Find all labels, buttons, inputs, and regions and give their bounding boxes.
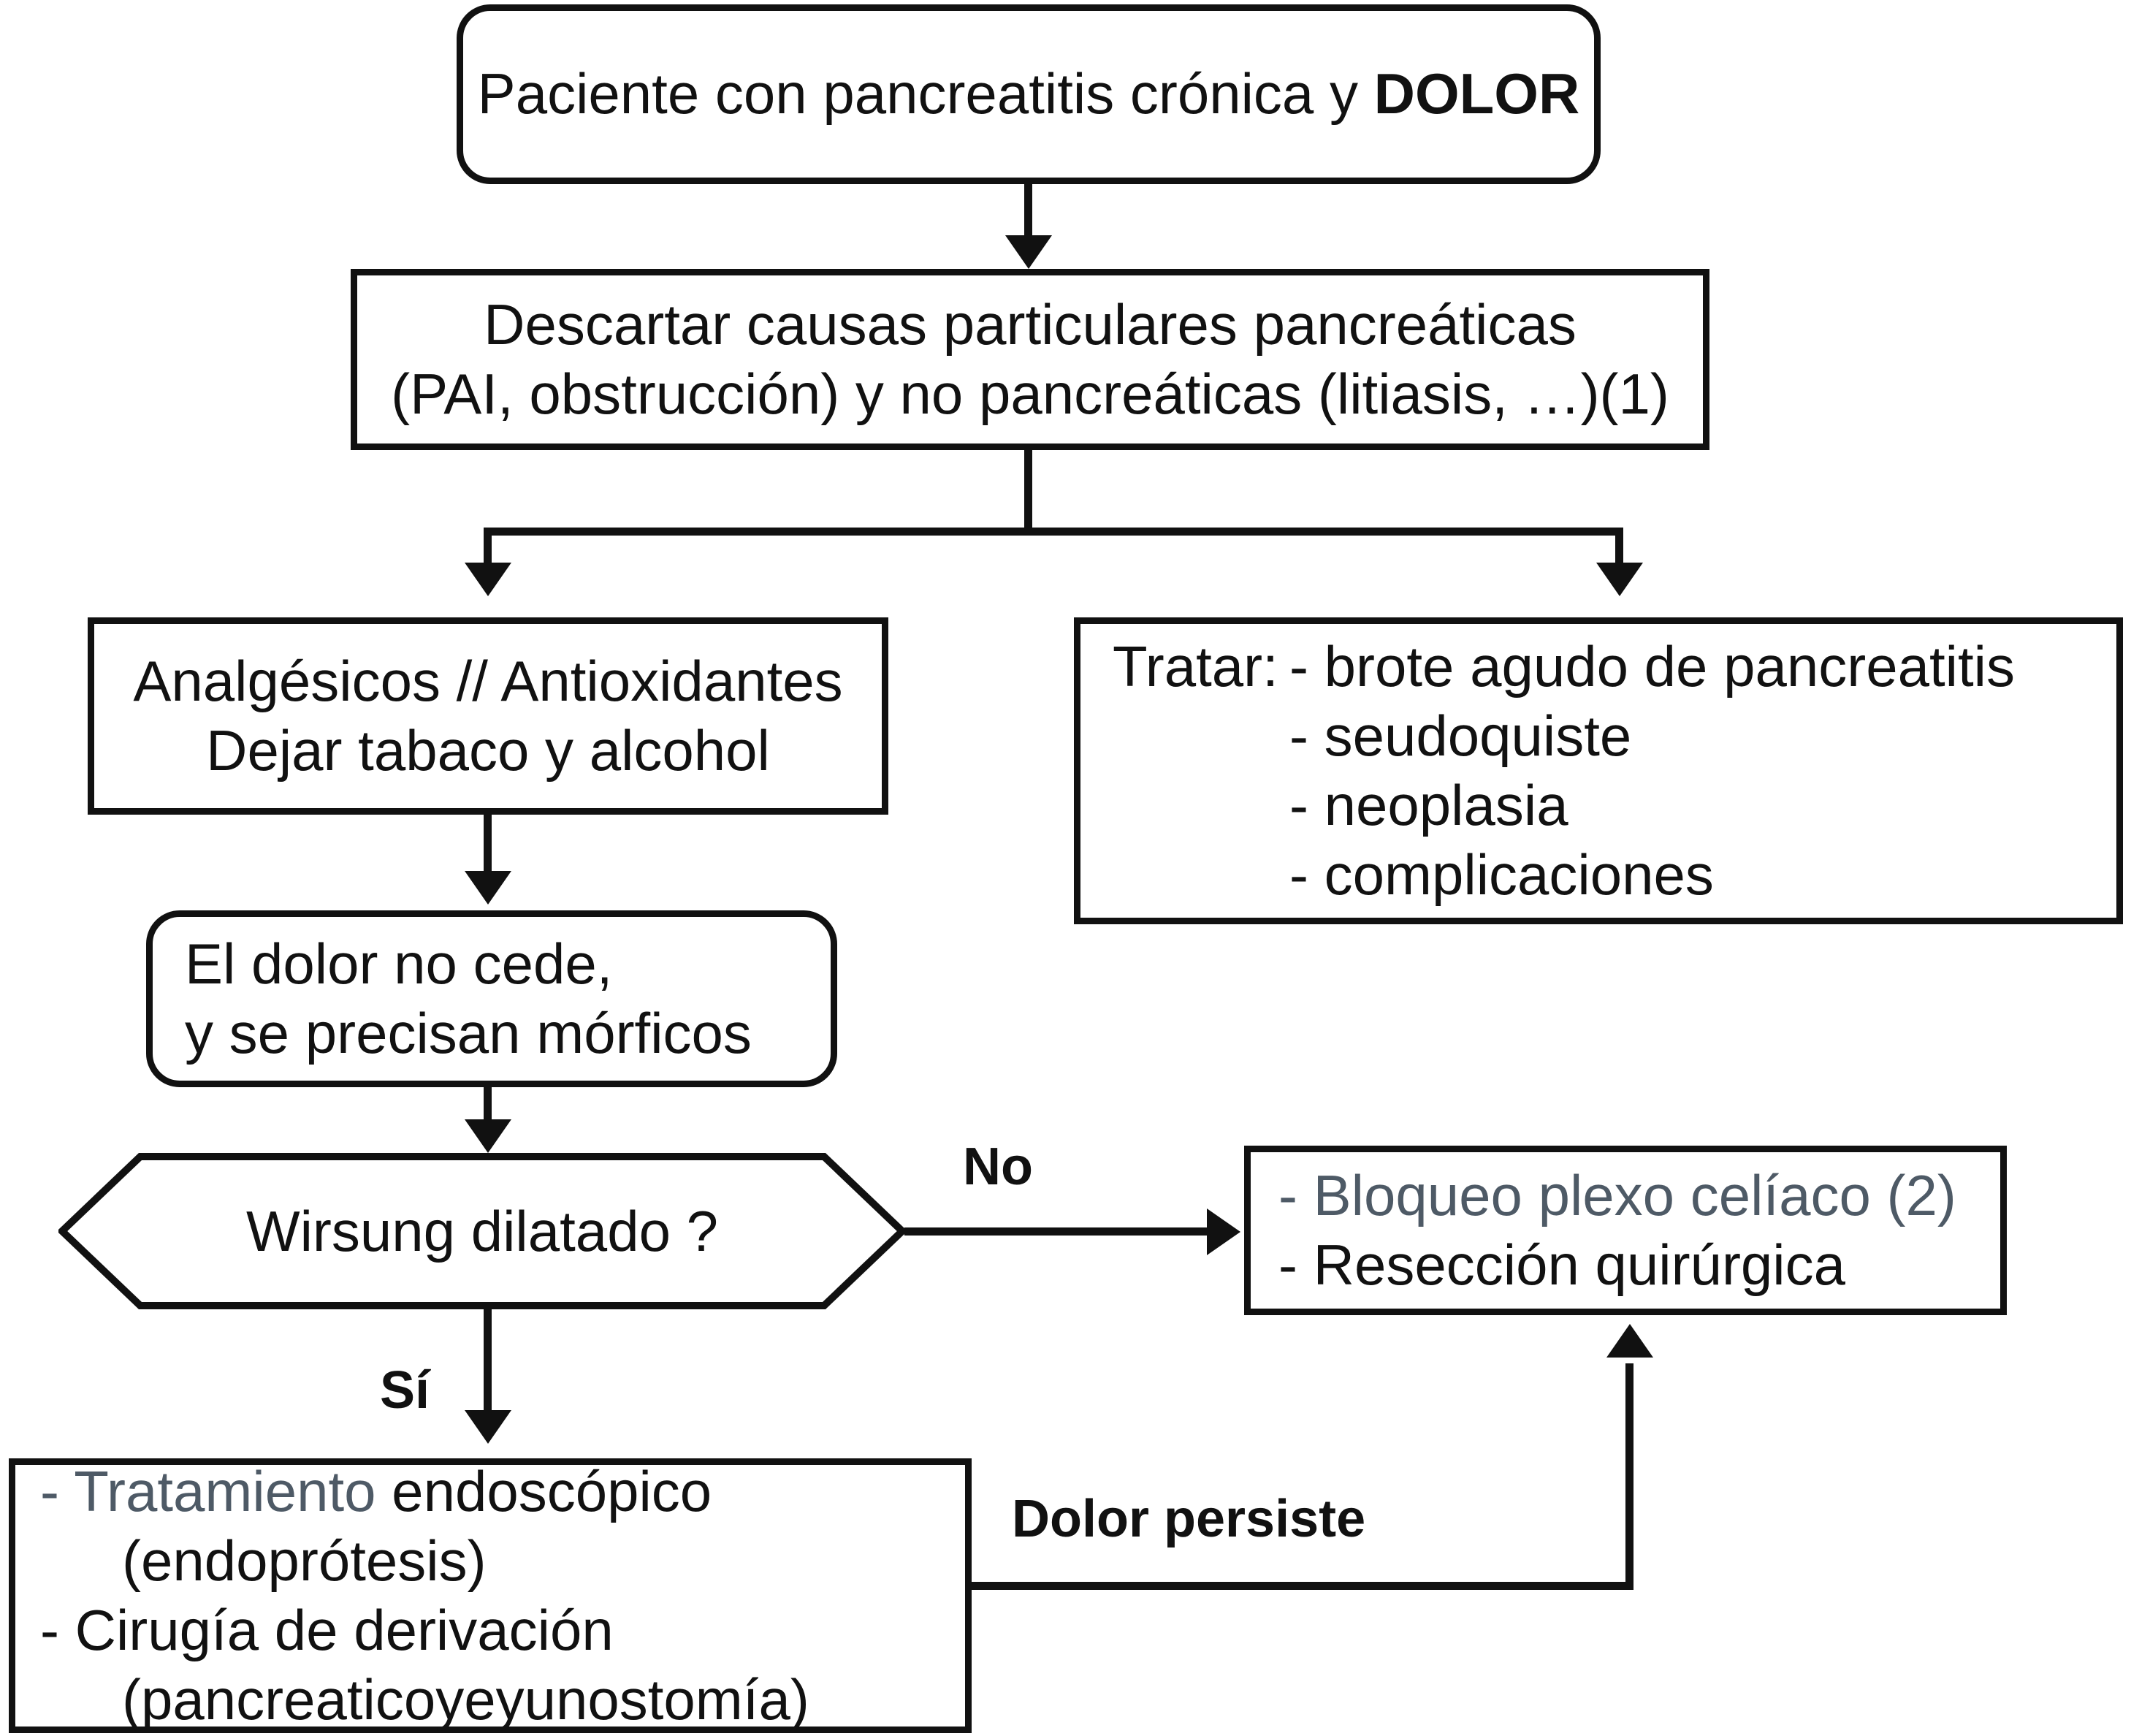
node-descartar-causas: Descartar causas particulares pancreátic… [351, 269, 1709, 450]
node-tratar: Tratar: - brote agudo de pancreatitis - … [1074, 617, 2123, 924]
connector-dolorpersiste-vertical [1625, 1363, 1633, 1586]
node-descartar-line-1: Descartar causas particulares pancreátic… [484, 292, 1577, 357]
connector-si-branch [484, 1308, 492, 1416]
node-bloqueo-line-2: - Resección quirúrgica [1278, 1233, 1846, 1297]
node-bloqueo-line-1: - Bloqueo plexo celíaco (2) [1278, 1162, 1956, 1227]
edge-label-dolor-persiste: Dolor persiste [1012, 1490, 1366, 1548]
node-dolor-no-cede-line-2: y se precisan mórficos [185, 1001, 752, 1065]
node-tratar-item-3: - complicaciones [1289, 842, 1714, 907]
node-endoscopico-line-3: - Cirugía de derivación [40, 1598, 614, 1662]
node-tratar-item-1: - seudoquiste [1289, 703, 1632, 768]
node-tratar-row-1: Tratar: - brote agudo de pancreatitis [1113, 632, 2015, 701]
node-dolor-no-cede-line-1: El dolor no cede, [185, 931, 613, 996]
arrowhead-down-wirsung [465, 1119, 511, 1153]
node-endoscopico-line-1-accent: - Tratamiento [40, 1458, 376, 1523]
node-endoscopico-line-1-rest: endoscópico [376, 1458, 712, 1523]
node-tratar-label: Tratar: [1113, 633, 1278, 698]
connector-dolorpersiste-horizontal [972, 1582, 1633, 1590]
node-wirsung-dilatado: Wirsung dilatado ? [58, 1153, 906, 1309]
arrowhead-down-endoscopico [465, 1410, 511, 1444]
node-bloqueo-plexo: - Bloqueo plexo celíaco (2) - Resección … [1244, 1146, 2007, 1315]
arrowhead-down-descartar [1005, 235, 1052, 269]
node-tratar-row-3: - neoplasia [1113, 771, 1568, 840]
arrowhead-right-bloqueo [1207, 1208, 1240, 1255]
node-tratar-spacer-2 [1113, 771, 1289, 840]
node-paciente-dolor-emphasis: DOLOR [1373, 61, 1580, 126]
node-paciente-dolor-line: Paciente con pancreatitis crónica y DOLO… [478, 59, 1580, 129]
arrowhead-down-tratar [1596, 563, 1643, 596]
arrowhead-down-analgesicos [465, 563, 511, 596]
node-endoscopico-line-2: (endoprótesis) [122, 1528, 487, 1593]
arrowhead-down-dolorcede [465, 871, 511, 905]
connector-descartar-split-bar [484, 528, 1623, 536]
connector-start-to-descartar [1024, 184, 1032, 248]
node-wirsung-label: Wirsung dilatado ? [245, 1198, 718, 1263]
connector-descartar-stem [1024, 450, 1032, 532]
node-tratar-row-4: - complicaciones [1113, 840, 1714, 910]
node-tratar-spacer-1 [1113, 701, 1289, 771]
node-paciente-dolor: Paciente con pancreatitis crónica y DOLO… [457, 4, 1601, 184]
arrowhead-up-bloqueo [1606, 1324, 1653, 1358]
connector-no-branch [904, 1227, 1211, 1236]
node-analgesicos-line-1: Analgésicos // Antioxidantes [133, 648, 843, 713]
connector-descartar-left-drop [484, 528, 492, 570]
node-tratar-item-0: - brote agudo de pancreatitis [1289, 633, 2015, 698]
node-descartar-line-2: (PAI, obstrucción) y no pancreáticas (li… [391, 362, 1669, 426]
connector-descartar-right-drop [1615, 528, 1623, 570]
node-tratar-item-2: - neoplasia [1289, 773, 1568, 837]
node-analgesicos-antioxidantes: Analgésicos // Antioxidantes Dejar tabac… [88, 617, 888, 815]
connector-dolorcede-to-wirsung [484, 1087, 492, 1125]
node-endoscopico-line-4: (pancreaticoyeyunostomía) [122, 1667, 809, 1732]
node-endoscopico-line-1: - Tratamiento endoscópico [40, 1457, 712, 1526]
connector-analgesicos-to-dolorcede [484, 815, 492, 876]
edge-label-no: No [963, 1138, 1033, 1196]
node-analgesicos-line-2: Dejar tabaco y alcohol [206, 718, 770, 783]
edge-label-si: Sí [380, 1361, 430, 1420]
node-tratamiento-endoscopico: - Tratamiento endoscópico (endoprótesis)… [9, 1458, 972, 1733]
node-tratar-row-2: - seudoquiste [1113, 701, 1631, 771]
node-dolor-no-cede: El dolor no cede, y se precisan mórficos [146, 910, 837, 1087]
hexagon-shape [58, 1153, 906, 1309]
node-tratar-spacer-3 [1113, 840, 1289, 910]
node-paciente-dolor-text: Paciente con pancreatitis crónica y [477, 61, 1374, 126]
